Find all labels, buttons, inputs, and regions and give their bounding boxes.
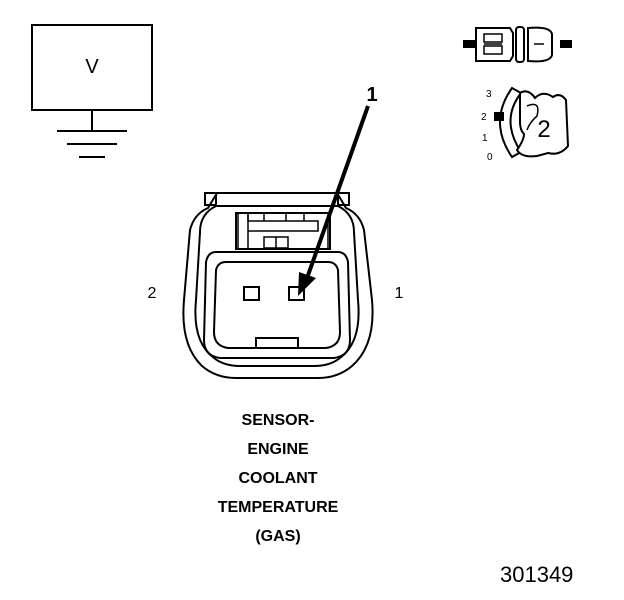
caption-line: SENSOR- [241, 412, 315, 429]
caption-line: TEMPERATURE [217, 499, 339, 516]
terminal-label-right: 1 [395, 285, 404, 302]
figure-number: 301349 [500, 562, 574, 587]
ground-icon [57, 130, 127, 158]
terminal-label-left: 2 [148, 285, 157, 302]
caption-line: (GAS) [255, 528, 301, 545]
caption-line: COOLANT [238, 470, 318, 487]
voltmeter-label: V [85, 56, 99, 78]
scale-mark-0: 0 [487, 152, 493, 163]
test-probe-icon [463, 26, 572, 63]
probe-tip-number: 2 [537, 116, 550, 143]
scale-mark-1: 1 [482, 133, 488, 144]
probe-tip-selector-icon: 3 2 1 0 2 [481, 86, 570, 163]
callout-number: 1 [366, 84, 377, 106]
caption-line: ENGINE [247, 441, 309, 458]
scale-mark-2: 2 [481, 112, 487, 123]
terminal-1 [288, 286, 305, 301]
connector-caption: SENSOR- ENGINE COOLANT TEMPERATURE (GAS) [178, 406, 378, 551]
scale-mark-3: 3 [486, 89, 492, 100]
callout-arrow [298, 105, 370, 296]
voltmeter-symbol: V [31, 24, 153, 158]
terminal-2 [243, 286, 260, 301]
connector-face [182, 192, 374, 379]
